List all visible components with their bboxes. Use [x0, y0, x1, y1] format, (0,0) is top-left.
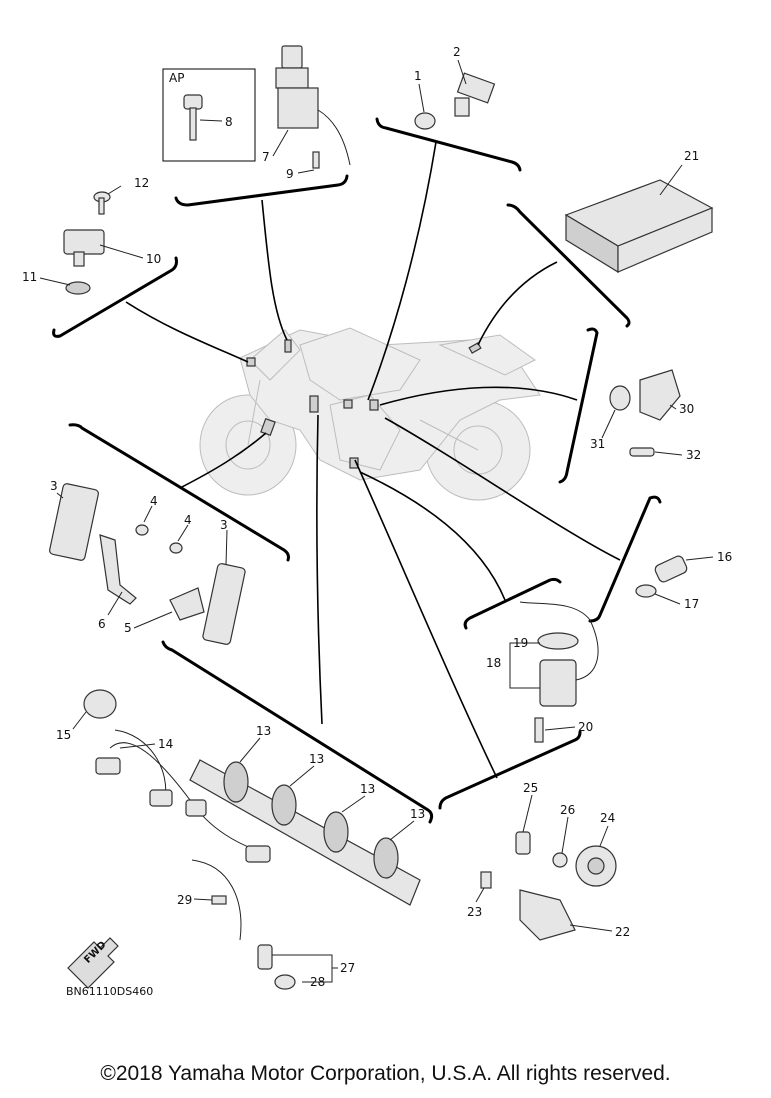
leader-lines [39, 59, 714, 983]
bracket-part-5 [169, 587, 205, 621]
callout-11: 11 [22, 270, 37, 284]
callout-24: 24 [600, 811, 615, 825]
reflector-part-3-right [202, 563, 246, 645]
fwd-arrow-icon: FWD [67, 937, 119, 989]
callout-3-right: 3 [220, 518, 228, 532]
ignition-switch-part-7 [275, 45, 351, 169]
callout-9: 9 [286, 167, 294, 181]
callout-30: 30 [679, 402, 694, 416]
callout-20: 20 [578, 720, 593, 734]
washer-part-26 [552, 852, 568, 868]
screw-part-12 [93, 191, 111, 215]
sensor-part-10 [63, 229, 105, 267]
callout-14: 14 [158, 737, 173, 751]
callout-21: 21 [684, 149, 699, 163]
callout-13-a: 13 [256, 724, 271, 738]
o-ring-part-19 [537, 632, 579, 650]
o-ring-part-31 [609, 385, 631, 411]
copyright-notice: ©2018 Yamaha Motor Corporation, U.S.A. A… [100, 1062, 671, 1085]
bolt-part-23 [480, 871, 492, 889]
callout-8: 8 [225, 115, 233, 129]
bolt-part-20 [534, 717, 544, 743]
motorcycle-outline [199, 327, 541, 501]
bracket-part-6 [99, 534, 137, 605]
reflector-part-3-left [49, 483, 99, 561]
o-ring-part-28 [274, 974, 296, 990]
wire-harness-part-14 [95, 729, 271, 863]
key-part-8 [183, 94, 203, 141]
callout-13-b: 13 [309, 752, 324, 766]
callout-23: 23 [467, 905, 482, 919]
ecu-part-21 [564, 179, 714, 274]
callout-32: 32 [686, 448, 701, 462]
callout-3-left: 3 [50, 479, 58, 493]
bike-part-markers [246, 339, 482, 469]
bolt-part-25 [515, 831, 531, 855]
gasket-part-17 [635, 584, 657, 598]
o-ring-part-1 [414, 112, 436, 130]
callout-1: 1 [414, 69, 422, 83]
callout-4-right: 4 [184, 513, 192, 527]
sensor-part-2 [454, 72, 496, 117]
callout-16: 16 [717, 550, 732, 564]
callout-18: 18 [486, 656, 501, 670]
bolt-part-32 [629, 447, 655, 457]
callout-6: 6 [98, 617, 106, 631]
callout-numbers: 1 2 3 3 4 4 5 6 7 8 9 10 11 12 13 13 13 … [22, 45, 732, 989]
callout-7: 7 [262, 150, 270, 164]
callout-17: 17 [684, 597, 699, 611]
callout-25: 25 [523, 781, 538, 795]
callout-4-left: 4 [150, 494, 158, 508]
sensor-part-30 [639, 369, 681, 421]
collar-part-15 [83, 689, 117, 719]
callout-brackets [52, 117, 662, 824]
ignition-coils-part-13 [189, 759, 421, 906]
sensor-part-27 [191, 859, 273, 970]
grommet-part-11 [65, 281, 91, 295]
callout-15: 15 [56, 728, 71, 742]
callout-2: 2 [453, 45, 461, 59]
callout-12: 12 [134, 176, 149, 190]
switch-part-16 [654, 555, 688, 583]
callout-22: 22 [615, 925, 630, 939]
callout-27: 27 [340, 961, 355, 975]
sensor-part-22 [519, 889, 576, 941]
callout-13-c: 13 [360, 782, 375, 796]
sensor-part-18 [519, 601, 599, 707]
callout-29: 29 [177, 893, 192, 907]
ap-label: AP [169, 71, 184, 85]
catalog-code: BN61110DS460 [66, 985, 153, 998]
screw-part-4-left [135, 524, 149, 536]
callout-10: 10 [146, 252, 161, 266]
callout-31: 31 [590, 437, 605, 451]
bolt-part-29 [211, 895, 227, 905]
callout-28: 28 [310, 975, 325, 989]
callout-26: 26 [560, 803, 575, 817]
screw-part-4-right [169, 542, 183, 554]
callout-5: 5 [124, 621, 132, 635]
callout-13-d: 13 [410, 807, 425, 821]
callout-19: 19 [513, 636, 528, 650]
